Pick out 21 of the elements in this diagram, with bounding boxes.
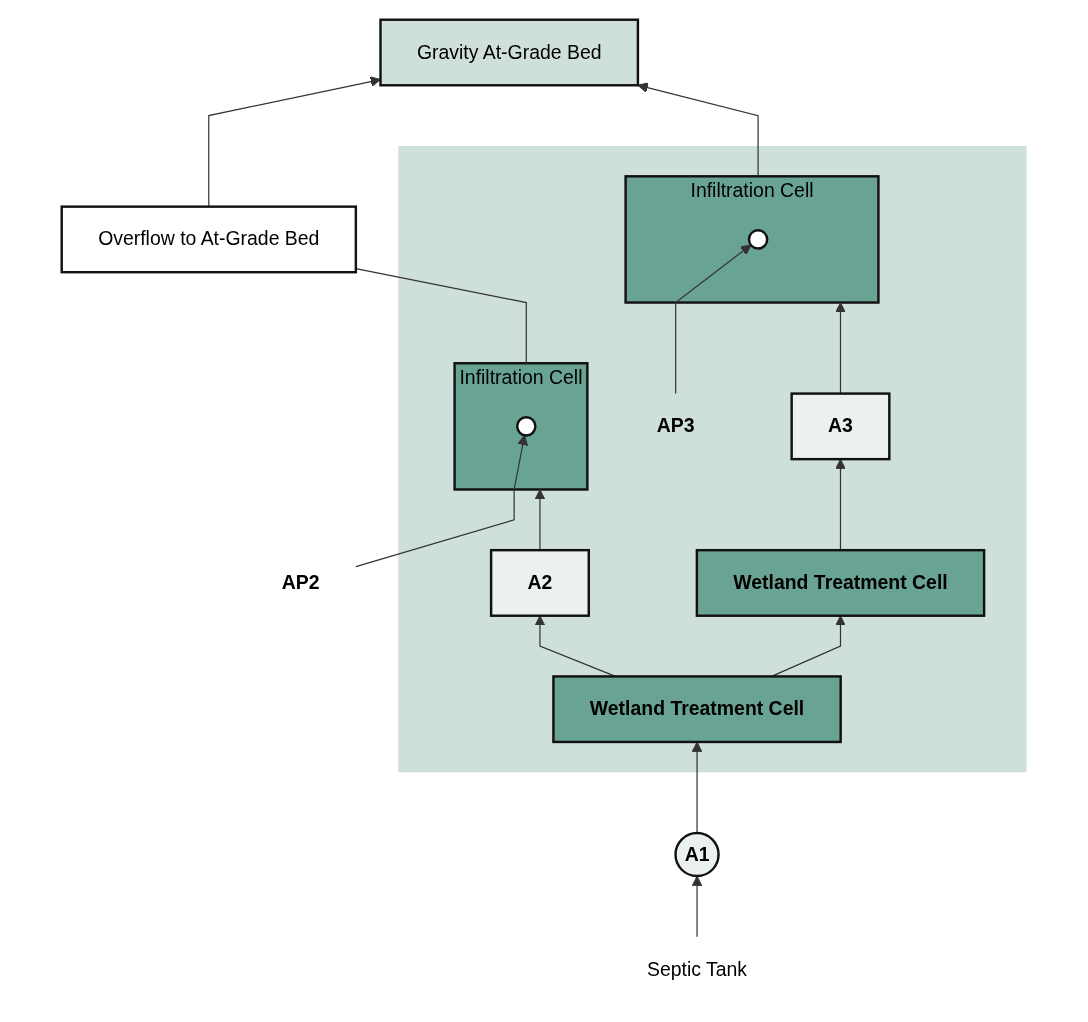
cluster: Infiltration Cell (624, 175, 880, 304)
node-box: A3 (790, 392, 891, 461)
node-box: Wetland Treatment Cell (695, 548, 986, 617)
node-box: A2 (489, 548, 590, 617)
arrow (637, 82, 759, 177)
connector (355, 268, 527, 364)
node-box: Overflow to At-Grade Bed (60, 205, 357, 274)
cluster: Infiltration Cell (453, 362, 589, 491)
arrow (691, 875, 703, 938)
arrow (691, 741, 703, 834)
cluster (398, 145, 1027, 773)
node-text: AP2 (281, 572, 320, 593)
node-box: Wetland Treatment Cell (552, 675, 842, 744)
arrow (534, 489, 546, 551)
node-circle: A1 (674, 831, 720, 878)
node-circle (515, 416, 537, 437)
node-text: AP3 (656, 415, 695, 437)
node-text: Septic Tank (646, 958, 747, 980)
node-box: Gravity At-Grade Bed (379, 18, 639, 87)
node-circle (747, 229, 769, 250)
arrow (674, 244, 752, 395)
